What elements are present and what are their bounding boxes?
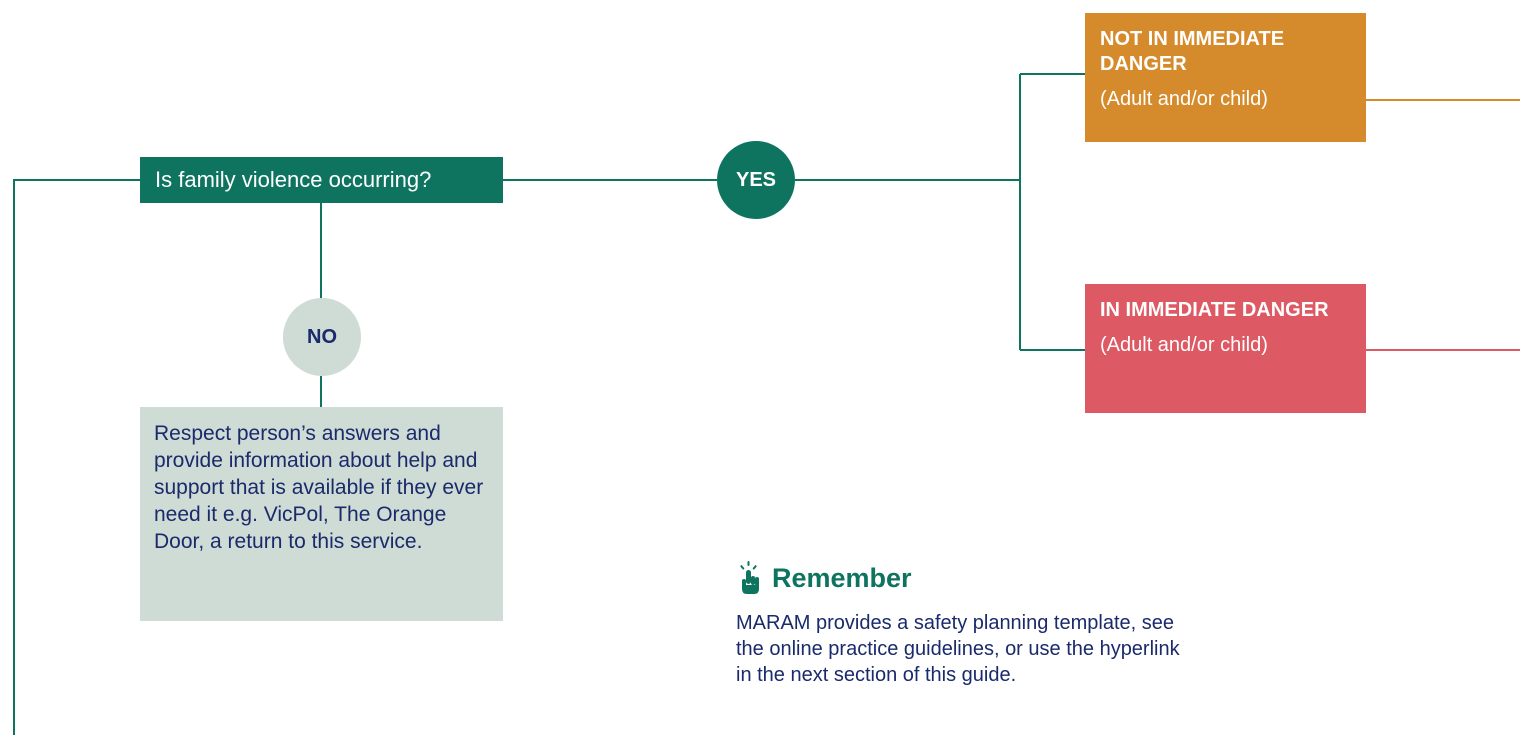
not-immediate-danger-box: NOT IN IMMEDIATE DANGER (Adult and/or ch…	[1085, 13, 1366, 142]
immediate-danger-title: IN IMMEDIATE DANGER	[1100, 299, 1329, 321]
no-circle: NO	[283, 298, 361, 376]
yes-circle: YES	[717, 141, 795, 219]
no-response-box: Respect person’s answers and provide inf…	[140, 407, 503, 621]
immediate-danger-subtitle: (Adult and/or child)	[1100, 334, 1268, 356]
remember-heading: Remember	[736, 558, 1196, 598]
question-text: Is family violence occurring?	[155, 167, 432, 192]
remember-callout: Remember MARAM provides a safety plannin…	[736, 558, 1196, 688]
not-immediate-danger-subtitle: (Adult and/or child)	[1100, 88, 1268, 110]
yes-label: YES	[735, 169, 777, 191]
question-box: Is family violence occurring?	[140, 157, 503, 203]
no-response-text: Respect person’s answers and provide inf…	[154, 422, 484, 553]
immediate-danger-box: IN IMMEDIATE DANGER (Adult and/or child)	[1085, 284, 1366, 413]
no-label: NO	[307, 326, 337, 348]
left-connector	[13, 179, 140, 735]
pointing-hand-icon	[736, 561, 764, 595]
remember-title: Remember	[772, 562, 912, 593]
remember-body: MARAM provides a safety planning templat…	[736, 612, 1180, 686]
not-immediate-danger-title: NOT IN IMMEDIATE DANGER	[1100, 28, 1285, 75]
